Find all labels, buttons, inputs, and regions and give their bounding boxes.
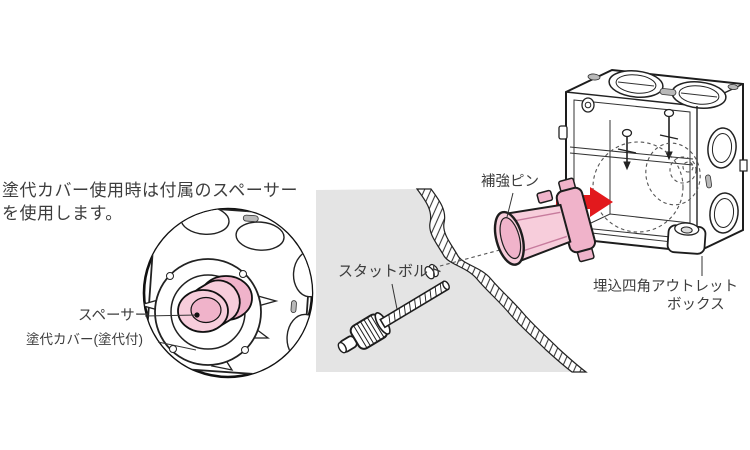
stud-bolt-illustration <box>337 242 527 354</box>
wall-hole <box>424 263 439 280</box>
box-screw <box>659 108 679 161</box>
bottom-boss <box>666 222 707 255</box>
usage-note: 塗代カバー使用時は付属のスペーサー を使用します。 <box>2 179 298 225</box>
outlet-box-label-line2: ボックス <box>667 297 725 313</box>
top-knockouts <box>587 70 739 109</box>
box-screw <box>617 128 637 171</box>
outlet-box-label: 埋込四角アウトレット ボックス <box>593 278 738 314</box>
spacer-label: スペーサー <box>78 308 150 324</box>
usage-note-line1: 塗代カバー使用時は付属のスペーサー <box>2 181 298 200</box>
wall-broken-edge-hatch <box>415 188 588 373</box>
box-interior <box>569 97 707 255</box>
reinforce-pin-label: 補強ピン <box>481 174 539 190</box>
stud-bolt-leader-line <box>391 283 398 310</box>
reinforce-pin-leader-line <box>506 192 514 218</box>
plaster-cover-label: 塗代カバー(塗代付) <box>26 332 143 347</box>
detail-circle-illustration <box>142 207 314 379</box>
reinforce-pin-illustration <box>493 177 597 266</box>
detail-leader-lines <box>144 312 200 351</box>
pin-ghost-dashed <box>592 141 701 233</box>
side-knockouts <box>705 127 748 234</box>
outlet-box-label-line1: 埋込四角アウトレット <box>593 279 738 295</box>
outlet-box-illustration <box>558 68 748 276</box>
stud-bolt-label: スタットボルト <box>338 263 444 280</box>
usage-note-line2: を使用します。 <box>2 204 123 223</box>
